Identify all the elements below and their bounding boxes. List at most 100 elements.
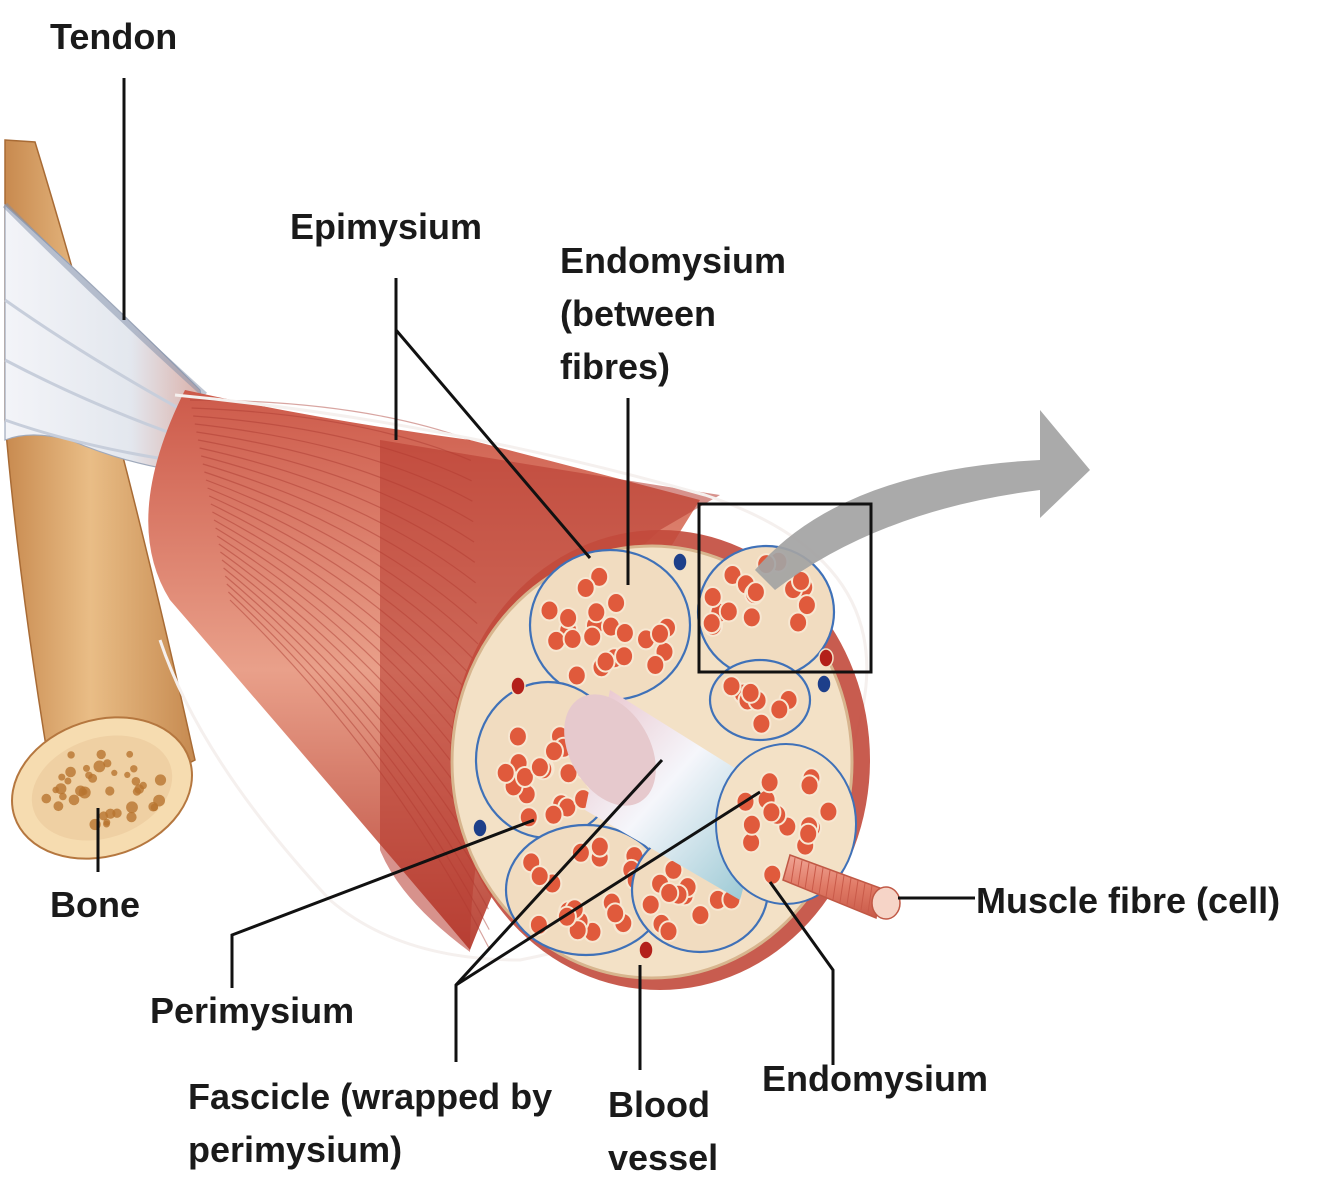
fibre-cell	[514, 766, 535, 788]
fibre-cell	[586, 601, 607, 624]
leader-lines	[96, 78, 975, 1070]
fibre-cell	[798, 822, 819, 845]
label-endomysium: Endomysium	[762, 1058, 989, 1099]
label-tendon: Tendon	[50, 16, 178, 57]
fibre-cell	[544, 740, 564, 763]
label-perimysium: Perimysium	[150, 990, 355, 1031]
bone-pore	[68, 794, 80, 806]
muscle-striation	[191, 407, 472, 461]
fibre-cell	[529, 756, 550, 779]
small-blood-vessel	[672, 552, 688, 572]
label-line: perimysium)	[188, 1129, 403, 1170]
bone-pore	[126, 812, 137, 823]
fibre-cell	[701, 612, 722, 635]
fibre-cell	[741, 606, 762, 629]
fibre-cell	[589, 835, 610, 858]
label-muscle-fibre: Muscle fibre (cell)	[976, 880, 1281, 921]
bone-pore	[59, 792, 67, 801]
fibre-cell	[799, 774, 820, 797]
bone-pore	[150, 803, 159, 812]
bone-pore	[96, 749, 106, 760]
fibre-cell	[546, 629, 567, 652]
bone-pore	[134, 784, 144, 794]
label-line: Blood	[608, 1084, 710, 1125]
tendon	[2, 202, 216, 476]
label-bone: Bone	[50, 884, 140, 925]
fibre-cell	[543, 803, 564, 826]
bone-pore	[58, 773, 66, 781]
fibre-cell	[605, 902, 626, 925]
bone-pore	[105, 786, 115, 796]
fibre-cell	[566, 664, 587, 687]
label-fascicle: Fascicle (wrapped by perimysium)	[188, 1070, 552, 1176]
bone-pore	[103, 759, 112, 768]
fibre-cell	[650, 622, 670, 645]
fibre-cell	[759, 771, 780, 794]
fibre-cell	[658, 920, 679, 943]
label-line: Fascicle (wrapped by	[188, 1076, 553, 1117]
bone-pore	[111, 769, 118, 777]
small-blood-vessel	[510, 676, 526, 696]
bone-pore	[75, 785, 86, 797]
bone-pore	[64, 777, 72, 785]
label-line: vessel	[608, 1137, 719, 1178]
label-line: Endomysium	[560, 240, 787, 281]
bone-pore	[131, 777, 141, 786]
fibre-cell	[796, 594, 817, 617]
bone-pore	[124, 771, 131, 779]
fibre-cell	[606, 592, 627, 614]
fibre-cell	[558, 607, 579, 629]
bone-pore	[153, 794, 166, 807]
fibre-cell	[690, 904, 711, 927]
label-blood-vessel: Blood vessel	[608, 1078, 718, 1184]
fibre-cell	[539, 599, 560, 622]
bone-pore	[154, 774, 167, 786]
fibre-cell	[589, 565, 610, 588]
fibre-cell	[721, 675, 742, 698]
fibre-cell	[562, 628, 583, 650]
bone-pore	[130, 765, 138, 773]
bone-pore	[103, 820, 110, 828]
protruding-fascicle	[715, 743, 857, 905]
fibre-cell	[659, 882, 680, 904]
fibre-cell	[614, 622, 635, 644]
bone-pore	[53, 801, 64, 812]
muscle-fibre	[782, 854, 901, 920]
bone-pore	[85, 771, 93, 779]
bone-pore	[55, 783, 67, 795]
fibre-cell	[582, 625, 603, 648]
bone-pore	[126, 750, 134, 758]
fibre-cell	[529, 865, 550, 888]
fibre-cell	[614, 645, 635, 668]
fibre-cell	[575, 577, 596, 599]
small-blood-vessel	[816, 674, 832, 694]
label-endomysium-between-fibres: Endomysium (between fibres)	[560, 234, 786, 393]
bone-pore	[67, 751, 75, 759]
label-line: (between	[560, 293, 717, 334]
fibre-cell	[507, 725, 528, 748]
bone-pore	[41, 793, 52, 804]
zoom-arrow	[755, 410, 1090, 590]
fibre-cell	[762, 863, 783, 886]
bone-pore	[126, 801, 138, 814]
small-blood-vessel	[818, 648, 834, 668]
bone-pore	[65, 766, 76, 778]
fibre-cell	[751, 712, 772, 735]
bone-pore	[105, 808, 116, 819]
fibre-cell	[761, 801, 782, 824]
fibre-cell	[640, 893, 661, 916]
fibre-cell	[570, 841, 591, 864]
fibre-cell	[818, 800, 839, 823]
fibre-cell	[595, 650, 616, 673]
fibre-cell	[769, 698, 790, 721]
fibre-cell	[718, 600, 739, 623]
zoom-box	[697, 502, 873, 674]
label-epimysium: Epimysium	[290, 206, 483, 247]
fibre-cell	[740, 681, 761, 704]
fibre-cell	[741, 813, 762, 836]
bone-pore	[83, 764, 90, 772]
fibre-cell	[645, 654, 666, 676]
fibre-cell	[745, 581, 766, 604]
